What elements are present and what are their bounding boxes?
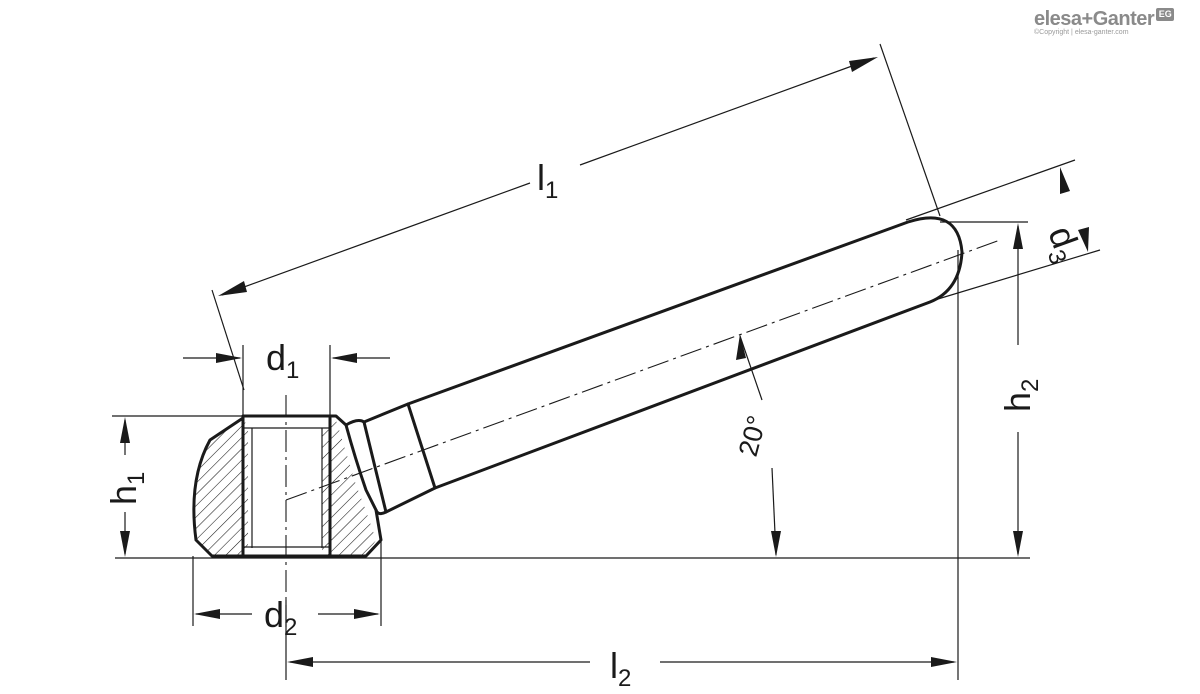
d3-extension-bottom [927,249,1101,303]
l1-dimension-line-b [579,57,875,166]
h2-arrow-top [1013,223,1023,249]
hub-section-right [322,420,376,556]
l1-arrow-start [218,281,247,296]
brand-name: elesa+Ganter [1034,8,1155,30]
l2-arrow-end [931,657,957,667]
h2-label: h2 [997,379,1044,412]
lever-grip-start [406,402,437,490]
h1-arrow-bottom [120,531,130,557]
l1-label: l1 [537,157,558,204]
hub-section-left [193,418,248,556]
angle-arrow-top [736,334,746,360]
d3-label: d3 [1035,221,1091,268]
brand-copyright: ©Copyright | elesa-ganter.com [1034,29,1129,36]
h1-label: h1 [103,472,150,505]
l2-arrow-start [287,657,313,667]
l2-label: l2 [610,645,631,692]
lever-shaft [362,216,964,514]
neck-ring [363,421,387,513]
angle-leader-a [739,335,763,401]
h1-arrow-top [120,417,130,443]
d3-arrow-top [1060,167,1070,194]
h2-arrow-bottom [1013,531,1023,557]
d2-arrow-right [354,609,380,619]
d2-arrow-left [194,609,220,619]
d3-arrow-bottom [1078,227,1089,252]
l1-extension-end [879,43,941,217]
angle-arrow-bottom [771,531,781,557]
lever-centerline [285,239,1001,501]
l1-arrow-end [849,57,878,72]
d2-label: d2 [264,594,297,641]
l1-extension-start [211,289,245,391]
d3-extension-top [905,159,1076,221]
l1-dimension-line-a [221,182,531,296]
d1-label: d1 [266,337,299,384]
angle-label: 20° [733,412,773,459]
hub-outline [192,414,383,558]
d1-arrow-left [216,353,242,363]
brand-logo-icon: EG [1156,8,1175,21]
d1-arrow-right [331,353,357,363]
